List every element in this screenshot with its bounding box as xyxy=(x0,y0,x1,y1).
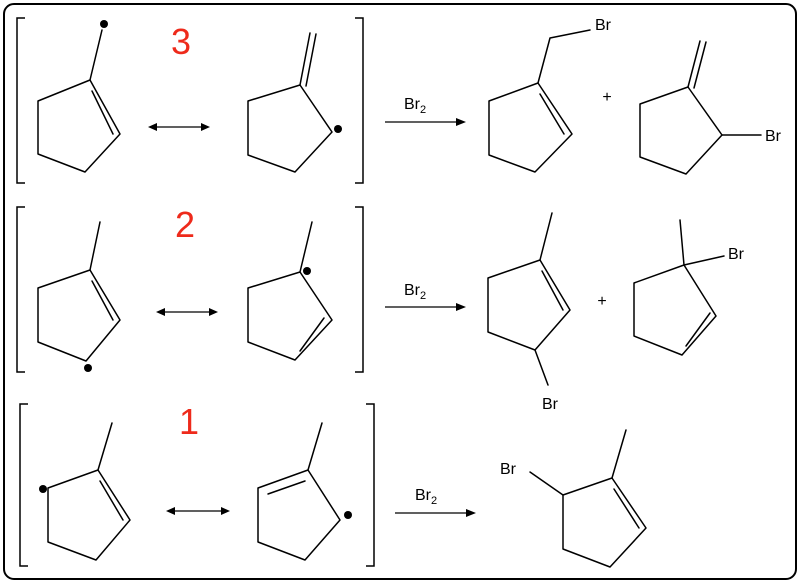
bromine-label: Br xyxy=(728,246,745,263)
reagent-label: Br2 xyxy=(404,96,426,116)
row-3: 3 Br2 xyxy=(16,17,782,184)
radical-dot xyxy=(100,20,108,28)
resonance-arrow xyxy=(156,308,218,316)
resonance-structure-a xyxy=(37,20,121,173)
bromine-label: Br xyxy=(542,396,559,413)
row-1: 1 Br2 xyxy=(19,401,647,568)
left-bracket xyxy=(16,206,25,373)
stability-rank: 3 xyxy=(171,21,191,62)
reaction-arrow xyxy=(385,303,466,311)
bromine-label: Br xyxy=(595,17,612,34)
resonance-arrow xyxy=(166,507,230,515)
radical-dot xyxy=(39,485,47,493)
resonance-structure-b xyxy=(247,32,342,173)
resonance-structure-b xyxy=(257,422,352,561)
radical-dot xyxy=(84,364,92,372)
bromine-label: Br xyxy=(765,128,782,145)
reagent-label: Br2 xyxy=(404,282,426,302)
product-allyl-bromide xyxy=(488,29,591,173)
plus-sign: + xyxy=(602,89,611,106)
product-bromo-methylenecyclopentane xyxy=(639,40,762,175)
resonance-arrow xyxy=(148,123,210,131)
left-bracket xyxy=(16,17,25,184)
radical-dot xyxy=(334,125,342,133)
reaction-arrow xyxy=(395,509,476,517)
outer-frame xyxy=(3,3,797,580)
right-bracket xyxy=(355,17,364,184)
radical-dot xyxy=(344,511,352,519)
reaction-arrow xyxy=(385,118,466,126)
row-2: 2 Br2 xyxy=(16,204,745,413)
resonance-structure-a xyxy=(39,422,131,561)
right-bracket xyxy=(366,403,375,567)
product-allylic-bromide xyxy=(529,429,647,568)
stability-rank: 2 xyxy=(175,204,195,245)
stability-rank: 1 xyxy=(179,401,199,442)
reagent-label: Br2 xyxy=(415,487,437,507)
product-tertiary-bromide xyxy=(633,219,725,356)
resonance-structure-a xyxy=(37,221,121,372)
right-bracket xyxy=(355,206,364,373)
resonance-structure-b xyxy=(247,221,333,361)
radical-dot xyxy=(303,267,311,275)
product-allylic-bromide xyxy=(487,212,571,386)
plus-sign: + xyxy=(597,293,606,310)
bromine-label: Br xyxy=(500,461,517,478)
left-bracket xyxy=(19,403,28,567)
